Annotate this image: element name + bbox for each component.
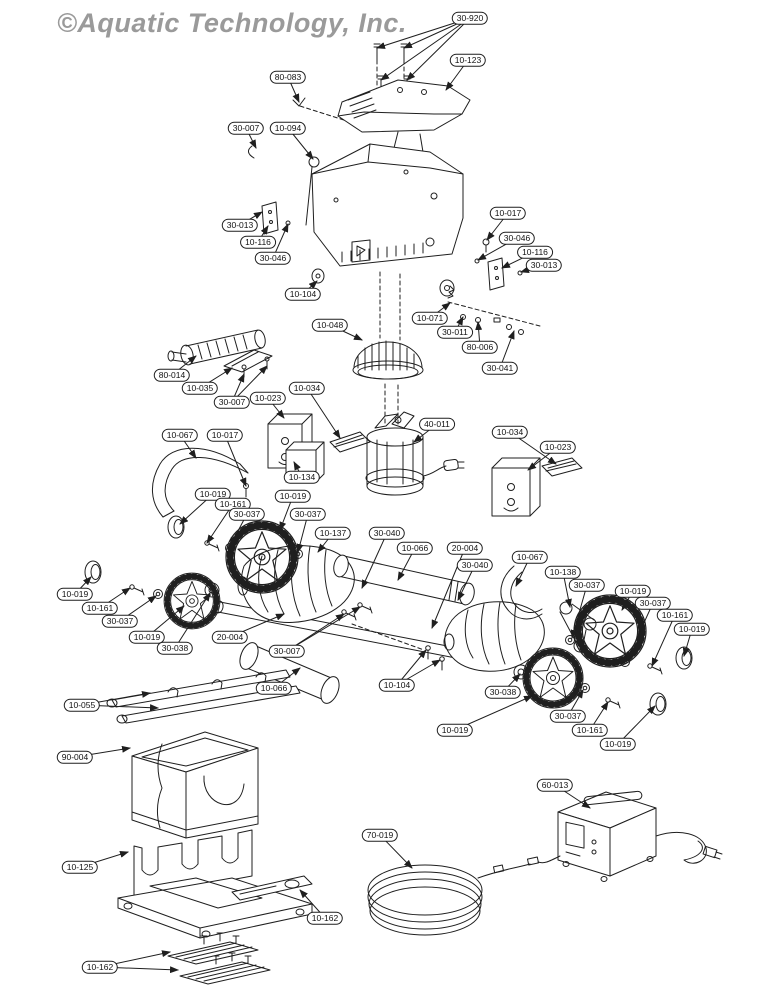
leader-line-30-920 (406, 17, 471, 81)
filter-bag (352, 340, 424, 380)
side-plates-and-screws (261, 201, 523, 291)
leader-line-60-013 (554, 784, 591, 809)
leader-line-10-066 (397, 547, 416, 581)
power-supply (526, 790, 723, 882)
leader-line-30-011 (454, 316, 464, 333)
floating-cable-coil (367, 863, 531, 936)
leader-line-30-037 (570, 584, 588, 639)
leader-line-30-038 (502, 673, 521, 693)
leader-line-10-123 (445, 59, 469, 91)
leader-line-10-019 (454, 695, 533, 731)
leader-line-10-023 (267, 397, 285, 419)
small-fasteners-right (447, 285, 524, 335)
float-tube-lower (239, 642, 340, 704)
leader-line-10-034 (306, 387, 341, 439)
pump-motor (365, 411, 465, 496)
leader-line-30-007 (231, 365, 268, 403)
caddy-upper (131, 731, 259, 839)
roller-brush (167, 329, 273, 378)
leader-line-10-104 (396, 649, 427, 686)
caddy-base (117, 829, 313, 939)
leader-line-10-019 (617, 705, 656, 745)
leader-line-10-017 (224, 434, 247, 487)
leader-line-30-920 (403, 17, 471, 49)
leader-line-10-035 (199, 367, 233, 389)
leader-line-10-161 (651, 614, 676, 667)
leader-line-10-019 (74, 576, 92, 595)
leader-line-30-037 (119, 595, 157, 622)
leader-line-30-040 (361, 532, 388, 589)
leader-line-10-162 (99, 966, 179, 974)
leader-line-10-067 (179, 434, 197, 459)
leader-line-30-046 (477, 237, 518, 261)
leader-line-10-162 (99, 950, 171, 968)
leader-line-10-161 (206, 503, 234, 544)
grommets (311, 268, 455, 297)
leader-line-30-038 (174, 592, 211, 649)
leader-line-10-067 (515, 556, 531, 587)
leader-line-80-014 (171, 355, 197, 376)
leader-line-30-041 (499, 330, 515, 369)
handle-float-pin (248, 97, 320, 226)
leader-line-10-104 (302, 280, 318, 295)
left-handle-hose (152, 447, 249, 518)
leader-line-10-116 (257, 225, 269, 243)
leader-line-10-116 (501, 251, 536, 269)
leader-line-10-104 (396, 659, 441, 686)
leader-line-80-083 (287, 76, 300, 103)
leader-line-10-161 (99, 587, 131, 609)
leader-line-10-094 (287, 127, 314, 160)
leader-line-30-920 (380, 17, 471, 81)
right-box-and-bracket (491, 457, 583, 517)
right-handle-hose (500, 565, 543, 620)
leader-line-30-007 (286, 606, 361, 652)
brand-title: ©Aquatic Technology, Inc. (57, 8, 407, 38)
leader-line-30-037 (626, 602, 654, 661)
left-boxes-and-bracket (267, 413, 371, 483)
leader-line-30-920 (376, 17, 471, 49)
weight-plates (167, 932, 271, 985)
leader-line-30-007 (245, 127, 257, 149)
leader-line-30-013 (520, 264, 545, 274)
main-housing (311, 143, 464, 267)
jet-sweep-rails (106, 669, 301, 724)
assembly-guide-dashes (299, 59, 541, 651)
leader-line-70-019 (379, 834, 413, 869)
leader-line-10-161 (589, 701, 609, 731)
body-pod-right (341, 601, 545, 672)
leader-line-90-004 (74, 745, 131, 758)
leader-line-10-125 (79, 851, 129, 868)
leader-line-10-019 (179, 493, 214, 525)
leader-line-80-006 (475, 321, 483, 348)
leader-line-30-007 (231, 373, 245, 403)
leader-line-10-017 (486, 212, 509, 241)
leader-line-30-013 (239, 211, 263, 226)
leader-line-30-037 (296, 513, 309, 553)
leader-line-10-048 (329, 324, 363, 341)
leader-line-10-019 (279, 495, 294, 531)
leader-line-10-071 (429, 302, 451, 319)
leader-line-20-004 (229, 613, 285, 638)
